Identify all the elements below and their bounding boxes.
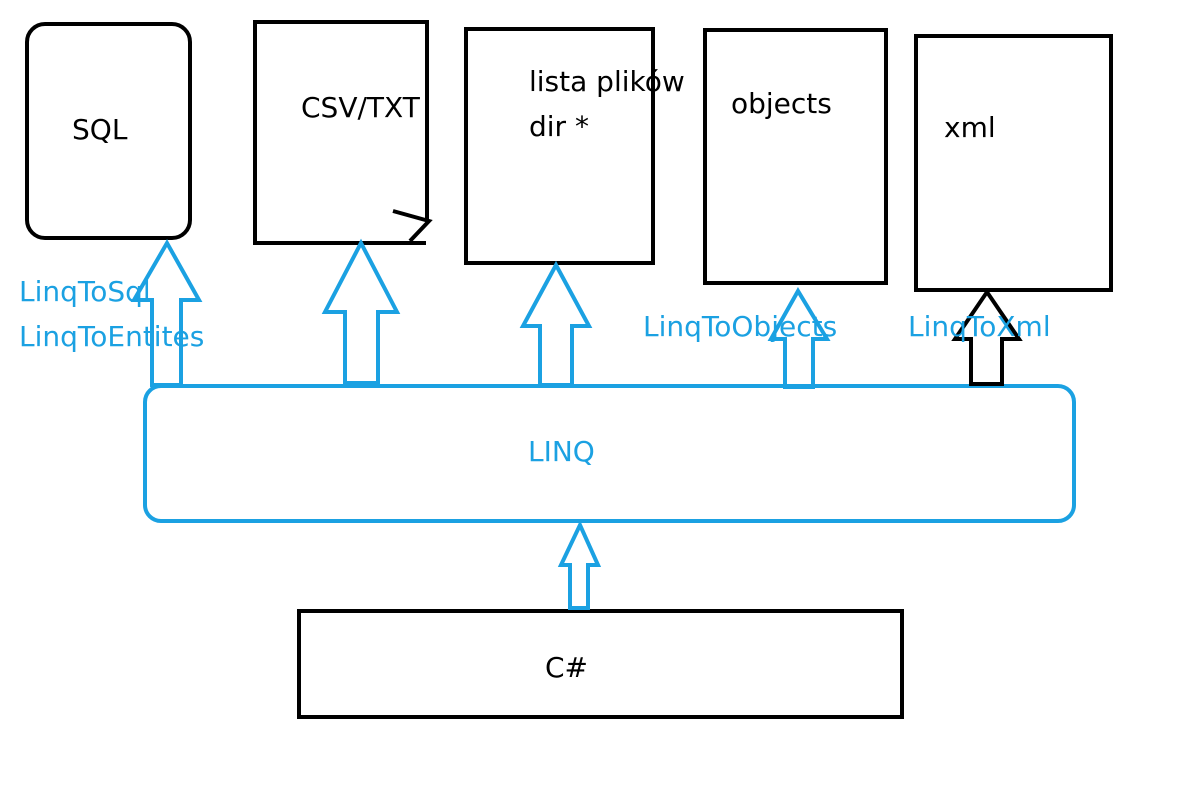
xml-label: xml [944,111,996,144]
csv-document-box [253,20,433,245]
arrow-csharp-to-linq [557,520,602,610]
sql-box [25,22,192,240]
arrow-to-objects [767,287,831,389]
arrow-to-file-list [519,260,593,387]
sql-label: SQL [72,113,128,146]
file-list-label-line1: lista plików [529,65,685,98]
linq-layer-label: LINQ [528,435,595,468]
file-list-box [464,27,655,265]
linq-to-sql-label: LinqToSql [19,275,151,308]
linq-to-xml-label: LinqToXml [908,310,1051,343]
csharp-layer-box [297,609,904,719]
objects-box [703,28,888,285]
linq-to-objects-label: LinqToObjects [643,310,838,343]
csv-label: CSV/TXT [301,91,420,124]
objects-label: objects [731,87,832,120]
linq-layer-box [143,384,1076,523]
csharp-layer-label: C# [545,651,589,684]
arrow-to-xml [951,288,1023,386]
arrow-to-sql [130,238,203,387]
linq-to-entities-label: LinqToEntites [19,320,205,353]
xml-box [914,34,1113,292]
file-list-label-line2: dir * [529,110,589,143]
arrow-to-csv [321,238,401,385]
